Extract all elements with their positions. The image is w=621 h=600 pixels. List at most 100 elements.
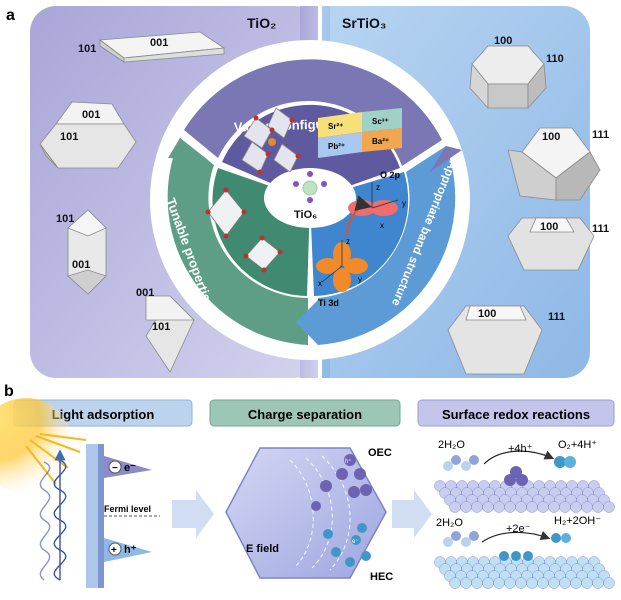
lattice-atom xyxy=(570,501,582,513)
lattice-atom xyxy=(570,577,582,589)
lattice-atom xyxy=(559,577,571,589)
tio2-title: TiO₂ xyxy=(247,15,276,31)
lattice-atom xyxy=(526,577,538,589)
lattice-atom xyxy=(449,501,461,513)
box-surface-redox xyxy=(417,399,615,427)
holes-cluster xyxy=(311,454,372,511)
efield-label: E field xyxy=(246,543,279,555)
facet-101-bipyramid: 101 xyxy=(56,213,74,225)
lattice-atom xyxy=(515,501,527,513)
active-site-bottom xyxy=(499,551,533,561)
arrow-2 xyxy=(392,490,432,538)
facet-111-cube4: 111 xyxy=(548,311,565,323)
tio2-crystals xyxy=(39,31,226,373)
electron-mark: e⁻ xyxy=(352,539,359,545)
arrow-reduction xyxy=(481,531,551,543)
active-site-top xyxy=(504,466,528,486)
axis-y-top: y xyxy=(402,199,406,208)
lattice-atom xyxy=(460,501,472,513)
water-molecules-bottom xyxy=(443,531,479,547)
hydrogen-product xyxy=(551,533,571,543)
tio2-facet-labels: 001 101 101 001 101 001 001 101 xyxy=(56,37,170,333)
cation-pb: Pb²⁺ xyxy=(328,142,345,151)
lattice-atom xyxy=(515,577,527,589)
svg-text:+: + xyxy=(111,545,117,556)
lattice-atom xyxy=(493,577,505,589)
hole-label: h⁺ xyxy=(124,544,137,556)
facet-111-cube2: 111 xyxy=(592,129,609,141)
hec-label: HEC xyxy=(370,571,393,583)
box-charge-separation xyxy=(209,399,401,427)
ring-properties xyxy=(167,138,308,345)
srtio3-facet-labels: 100 110 100 111 100 111 100 111 xyxy=(478,35,609,323)
lattice-atom xyxy=(471,577,483,589)
arrow-bottom-label: +2e⁻ xyxy=(506,523,531,535)
lattice-atom xyxy=(537,577,549,589)
product-bottom: H₂+2OH⁻ xyxy=(554,515,601,527)
lattice-atom xyxy=(537,501,549,513)
semiconductor-layer xyxy=(86,444,98,588)
srtio3-title: SrTiO₃ xyxy=(342,15,386,31)
lattice-atom xyxy=(559,501,571,513)
hole-symbol xyxy=(108,542,122,556)
box-light-adsorption-label: Light adsorption xyxy=(52,407,155,422)
facet-001-trunc: 001 xyxy=(82,109,100,121)
facet-101-trunc: 101 xyxy=(60,131,78,143)
ti3d-label: Ti 3d xyxy=(318,298,339,308)
facet-100-cube3: 100 xyxy=(540,221,558,233)
cation-tiles: Sr²⁺ Sc³⁺ Pb²⁺ Ba²⁺ xyxy=(318,108,402,158)
reactant-top: 2H₂O xyxy=(438,439,465,451)
lattice-atom xyxy=(548,577,560,589)
lattice-atom xyxy=(493,501,505,513)
lattice-atom xyxy=(482,577,494,589)
tio6-center-atom xyxy=(302,180,318,196)
facet-001-bipyramid: 001 xyxy=(72,259,90,271)
box-surface-redox-label: Surface redox reactions xyxy=(442,407,590,422)
hexagon-particle xyxy=(225,447,387,579)
panel-b-label: b xyxy=(4,383,14,400)
ring-band xyxy=(318,146,456,345)
lattice-atom xyxy=(449,577,461,589)
lattice-bottom xyxy=(434,556,615,589)
product-top: O₂+4H⁺ xyxy=(558,439,597,451)
svg-text:−: − xyxy=(112,463,118,474)
axis-z-top: z xyxy=(376,183,380,192)
lattice-atom xyxy=(526,501,538,513)
electrons-cluster xyxy=(323,523,371,567)
field-lines xyxy=(289,455,351,571)
arrow-top-label: +4h⁺ xyxy=(508,443,533,455)
arrow-oxidation xyxy=(483,450,555,465)
cation-sr: Sr²⁺ xyxy=(328,122,343,131)
lattice-atom xyxy=(592,501,604,513)
cation-ba: Ba²⁺ xyxy=(372,137,389,146)
o2p-label: O 2p xyxy=(380,170,401,180)
facet-001-plate: 001 xyxy=(150,37,168,49)
octahedra-cluster xyxy=(241,107,299,173)
water-molecules-top xyxy=(443,455,479,471)
facet-110-cube1: 110 xyxy=(546,53,564,65)
srtio3-crystals xyxy=(447,45,601,375)
ring-configurations xyxy=(184,59,442,166)
oxygen-product xyxy=(554,456,576,468)
lattice-atom xyxy=(471,501,483,513)
axis-x-top: x xyxy=(380,221,384,230)
lattice-atom xyxy=(504,577,516,589)
axis-y-bottom: y xyxy=(358,275,362,284)
facet-001-small: 001 xyxy=(136,287,154,299)
facet-100-cube2: 100 xyxy=(542,131,560,143)
lattice-atom xyxy=(548,501,560,513)
oec-label: OEC xyxy=(368,447,392,459)
lattice-atom xyxy=(603,577,615,589)
axis-z-bottom: z xyxy=(346,237,350,246)
sun-rays xyxy=(25,433,87,485)
lattice-atom xyxy=(581,577,593,589)
lattice-atom xyxy=(592,577,604,589)
facet-101-small: 101 xyxy=(152,321,170,333)
tio6-label: TiO₆ xyxy=(294,209,317,221)
lattice-atom xyxy=(603,501,615,513)
reactant-bottom: 2H₂O xyxy=(436,517,463,529)
lattice-atom xyxy=(482,501,494,513)
facet-111-cube3: 111 xyxy=(592,223,609,235)
facet-101-plate: 101 xyxy=(78,43,96,55)
